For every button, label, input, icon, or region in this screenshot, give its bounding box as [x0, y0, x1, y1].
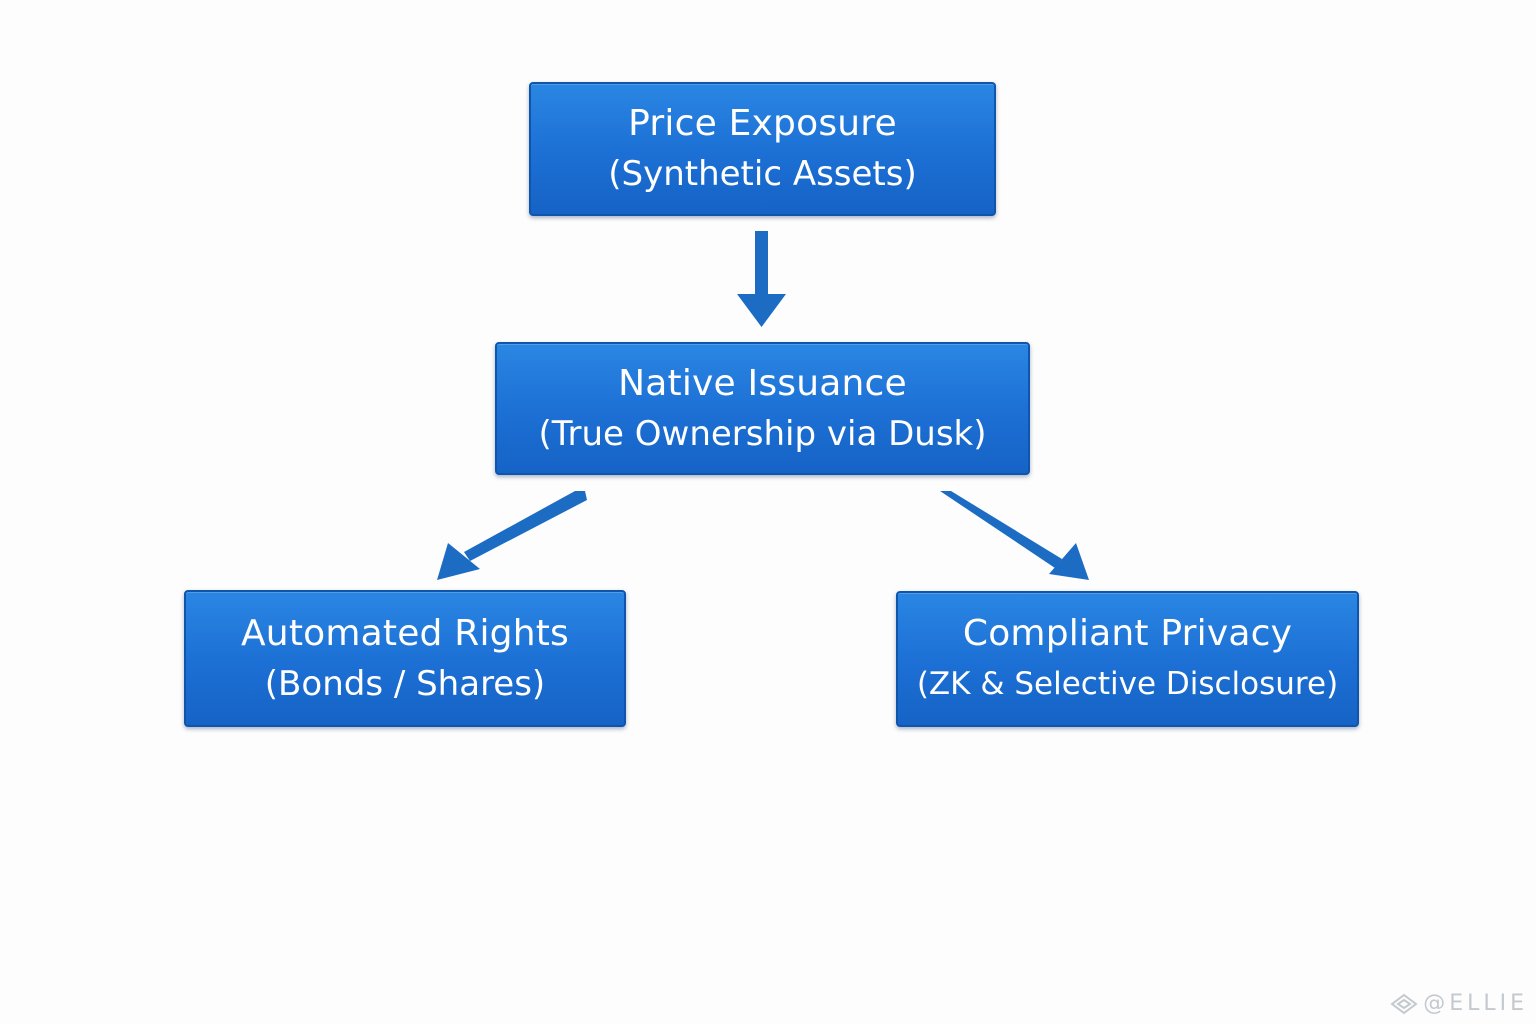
watermark: @ELLIE [1389, 991, 1528, 1016]
node-subtitle: (True Ownership via Dusk) [538, 413, 987, 454]
arrow-mid-to-left [437, 491, 587, 580]
node-automated-rights: Automated Rights (Bonds / Shares) [184, 590, 626, 727]
node-title: Price Exposure [628, 103, 897, 144]
node-subtitle: (ZK & Selective Disclosure) [916, 666, 1339, 702]
arrow-mid-to-right [940, 491, 1089, 580]
watermark-text: @ELLIE [1423, 991, 1528, 1016]
node-subtitle: (Synthetic Assets) [608, 154, 917, 194]
node-title: Native Issuance [618, 362, 907, 404]
node-title: Automated Rights [240, 612, 570, 654]
node-price-exposure: Price Exposure (Synthetic Assets) [529, 82, 996, 216]
node-title: Compliant Privacy [962, 613, 1293, 654]
diamond-logo-icon [1390, 993, 1418, 1014]
node-compliant-privacy: Compliant Privacy (ZK & Selective Disclo… [896, 591, 1359, 727]
arrow-top-to-mid [737, 231, 786, 327]
node-native-issuance: Native Issuance (True Ownership via Dusk… [495, 342, 1030, 475]
node-subtitle: (Bonds / Shares) [264, 663, 546, 704]
